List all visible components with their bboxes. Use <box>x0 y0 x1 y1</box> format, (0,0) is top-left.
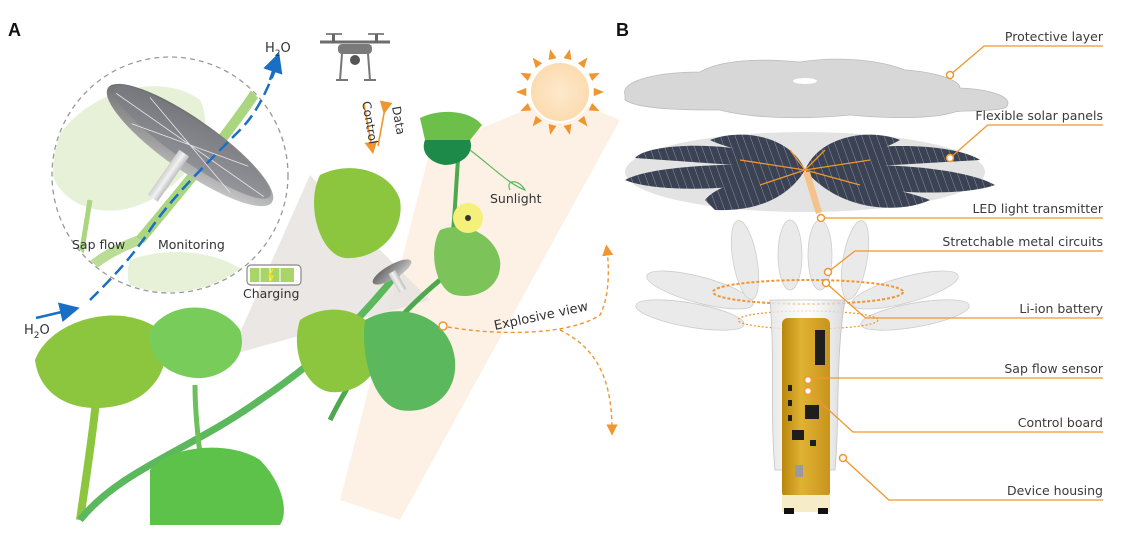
sap-flow-arrows <box>35 52 283 323</box>
charging-label: Charging <box>243 286 300 301</box>
drone-icon <box>320 33 390 81</box>
callout-anchor-dot <box>803 375 813 385</box>
callout-anchor-dot <box>803 386 813 396</box>
callout-label: Device housing <box>1007 483 1103 498</box>
callout-anchor-dot <box>823 267 833 277</box>
callout-leader-line <box>949 124 1103 159</box>
callout-anchor-dot <box>945 153 955 163</box>
sun-ray <box>548 124 557 135</box>
plant-illustration <box>35 111 527 525</box>
data-control-arrows <box>363 100 393 155</box>
protective-layer-illustration <box>624 58 1009 119</box>
h2o-bottom-label: H2O <box>24 323 50 341</box>
callout-label: Control board <box>1018 415 1103 430</box>
sap-flow-label: Sap flow <box>72 237 125 252</box>
callout-label: Stretchable metal circuits <box>942 234 1103 249</box>
callout-leader-line <box>842 457 1103 501</box>
sun-ray <box>516 87 527 97</box>
solar-panels-illustration <box>625 132 995 214</box>
sun-ray <box>563 49 572 60</box>
sun-ray <box>577 115 588 127</box>
sun-ray <box>588 72 600 82</box>
magnifier-wedge <box>230 175 430 355</box>
device-body-illustration <box>635 219 970 514</box>
sun-ray <box>577 57 588 69</box>
callout-leader-line <box>807 377 1103 381</box>
callout-label: Protective layer <box>1005 29 1104 44</box>
callout-anchor-dot <box>816 213 826 223</box>
battery-charging-icon <box>246 264 302 286</box>
panel-a-letter: A <box>8 20 21 40</box>
explosive-view-arrows <box>438 244 618 436</box>
monitoring-label: Monitoring <box>158 237 225 252</box>
h2o-top-label: H2O <box>265 41 291 59</box>
sun-ray <box>532 115 543 127</box>
panel-b-letter: B <box>616 20 629 40</box>
sun-ray <box>563 124 572 135</box>
callout-leader-line <box>949 45 1103 76</box>
sun-icon <box>516 49 604 135</box>
callout-label: Sap flow sensor <box>1004 361 1104 376</box>
sun-ray <box>532 57 543 69</box>
callout-label: Flexible solar panels <box>975 108 1103 123</box>
sun-ray <box>593 87 604 97</box>
sun-ray <box>520 72 532 82</box>
callout-anchor-dot <box>821 278 831 288</box>
data-label: Data <box>389 105 408 136</box>
sun-ray <box>548 49 557 60</box>
sunlight-label: Sunlight <box>490 191 542 206</box>
sun-ray <box>588 102 600 112</box>
callout-label: Li-ion battery <box>1019 301 1103 316</box>
callout-leader-line <box>827 250 1103 273</box>
callout-leader-line <box>807 390 1103 433</box>
magnified-view <box>51 56 289 294</box>
control-label: Control <box>359 100 380 145</box>
sun-ray <box>520 102 532 112</box>
callout-anchor-dot <box>945 70 955 80</box>
callout-label: LED light transmitter <box>972 201 1103 216</box>
callout-anchor-dot <box>838 453 848 463</box>
callout-leader-line <box>825 282 1103 319</box>
sunlight-beam <box>340 95 620 520</box>
